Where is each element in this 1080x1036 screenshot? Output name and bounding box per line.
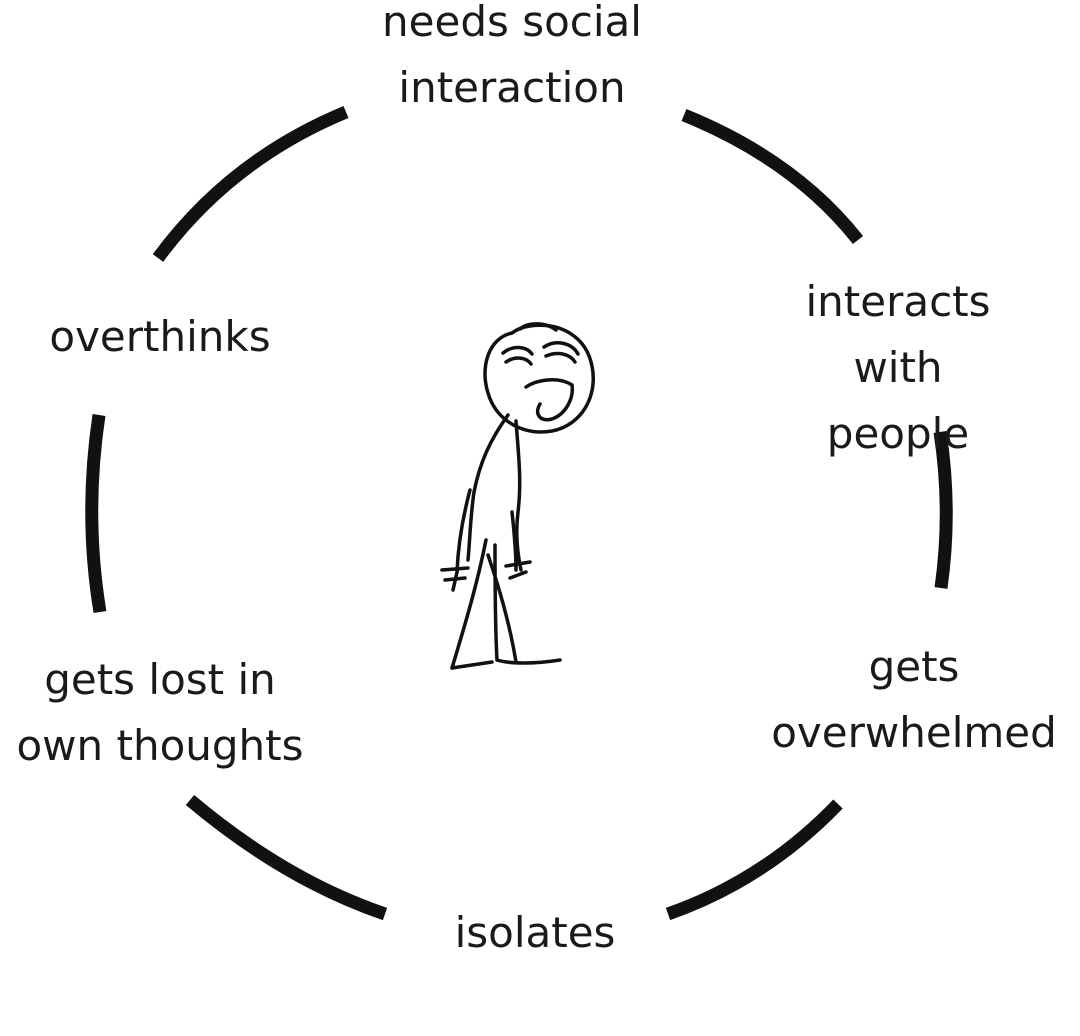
step-gets-overwhelmed: gets overwhelmed bbox=[771, 642, 1057, 757]
arc-top-left bbox=[152, 105, 349, 262]
stick-figure-sad-icon bbox=[440, 322, 595, 670]
arc-bottom-left bbox=[185, 795, 388, 921]
arc-right bbox=[933, 431, 953, 589]
step-needs-social-interaction: needs social interaction bbox=[382, 0, 642, 112]
step-gets-lost-in-own-thoughts: gets lost in own thoughts bbox=[16, 655, 304, 770]
step-overthinks: overthinks bbox=[49, 312, 271, 361]
arc-left bbox=[85, 414, 107, 614]
arc-bottom-right bbox=[665, 799, 843, 921]
step-interacts-with-people: interacts with people bbox=[805, 277, 991, 458]
arc-top-right bbox=[681, 108, 864, 245]
step-isolates: isolates bbox=[454, 908, 616, 957]
